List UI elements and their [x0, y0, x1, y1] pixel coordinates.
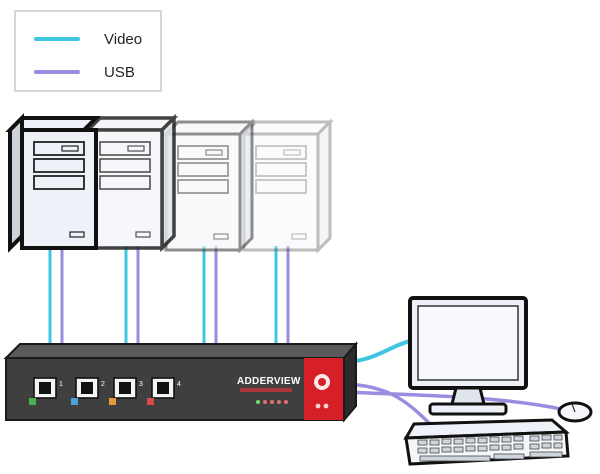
computer-tower-2	[83, 113, 179, 253]
kvm-port-2: 2	[71, 377, 105, 405]
legend-label-video: Video	[104, 30, 143, 48]
kvm-port-3: 3	[109, 377, 143, 405]
monitor	[408, 296, 528, 416]
kvm-port-1: 1	[29, 377, 63, 405]
port-led-4	[147, 398, 154, 405]
keyboard	[403, 418, 570, 466]
monitor-screen	[417, 305, 519, 381]
computer-tower-3	[162, 118, 256, 254]
computer-tower-1	[5, 113, 101, 253]
port-led-2	[71, 398, 78, 405]
port-led-3	[109, 398, 116, 405]
port-number-4: 4	[177, 381, 181, 388]
computer-tower-4	[240, 118, 334, 254]
mouse	[557, 401, 593, 423]
port-number-1: 1	[59, 381, 63, 388]
legend: Video USB	[14, 10, 162, 92]
kvm-status-leds	[256, 400, 288, 404]
port-number-3: 3	[139, 381, 143, 388]
legend-item-usb: USB	[34, 62, 135, 82]
keyboard-keys	[417, 434, 563, 462]
kvm-brand-label: ADDERVIEW	[237, 376, 301, 387]
video-line-swatch	[34, 37, 80, 41]
port-led-1	[29, 398, 36, 405]
legend-label-usb: USB	[104, 63, 135, 81]
port-number-2: 2	[101, 381, 105, 388]
kvm-port-4: 4	[147, 377, 181, 405]
kvm-switch: ADDERVIEW 1 2	[3, 341, 359, 423]
legend-item-video: Video	[34, 29, 142, 49]
computer-cables	[48, 246, 290, 344]
usb-line-swatch	[34, 70, 80, 74]
